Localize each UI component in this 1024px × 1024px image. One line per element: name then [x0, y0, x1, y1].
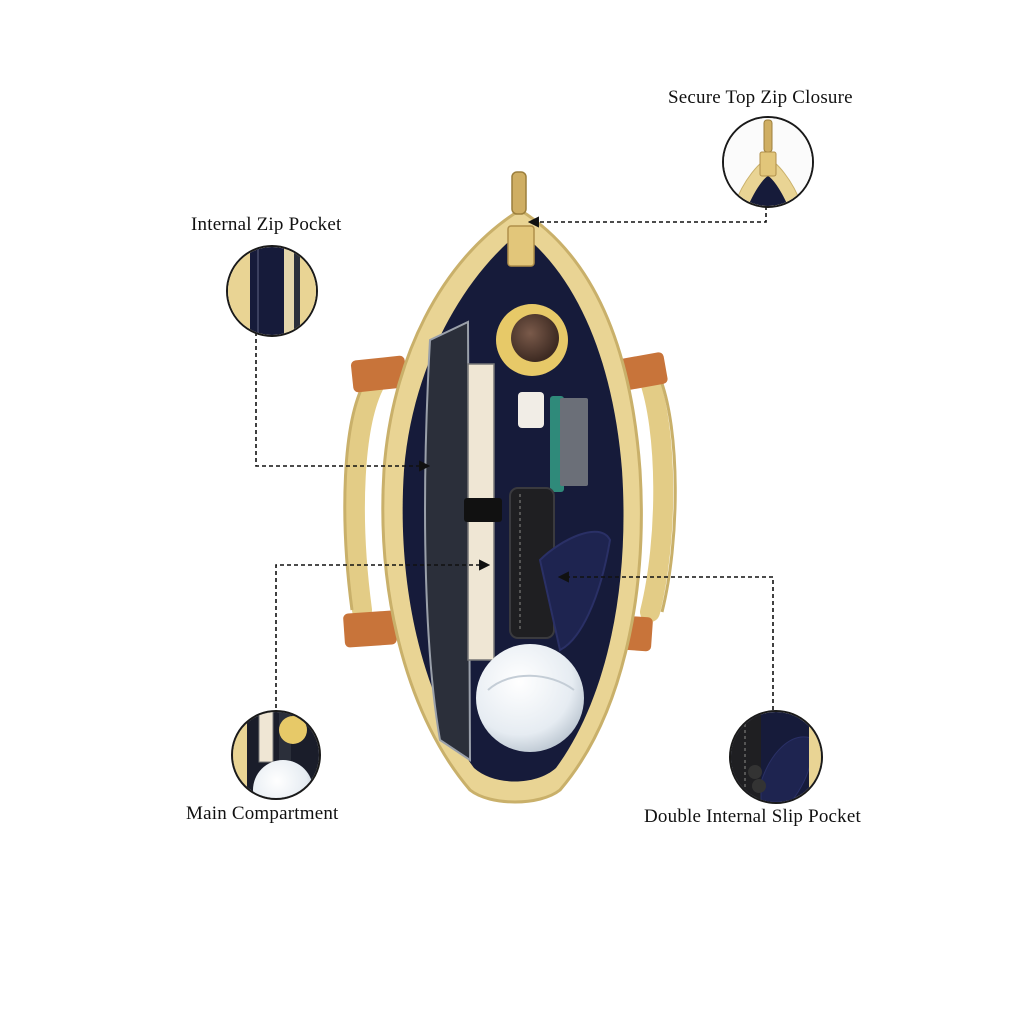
callout-double-slip-pocket-image — [729, 710, 823, 804]
connector-internal-zip-pocket — [255, 332, 431, 472]
ball — [476, 644, 584, 752]
callout-top-zip-image — [722, 116, 814, 208]
connector-double-slip-pocket — [557, 571, 774, 710]
label-internal-zip-pocket: Internal Zip Pocket — [191, 214, 342, 235]
label-double-internal-slip-pocket: Double Internal Slip Pocket — [644, 806, 861, 827]
slip-pocket — [538, 530, 612, 652]
callout-main-compartment-image — [231, 710, 321, 800]
label-main-compartment: Main Compartment — [186, 803, 339, 824]
connector-main-compartment — [275, 559, 491, 708]
left-handle — [343, 355, 408, 648]
label-secure-top-zip-closure: Secure Top Zip Closure — [668, 87, 853, 108]
zip-puller — [507, 171, 535, 267]
callout-internal-zip-pocket-image — [226, 245, 318, 337]
connector-top-zip — [527, 206, 767, 228]
